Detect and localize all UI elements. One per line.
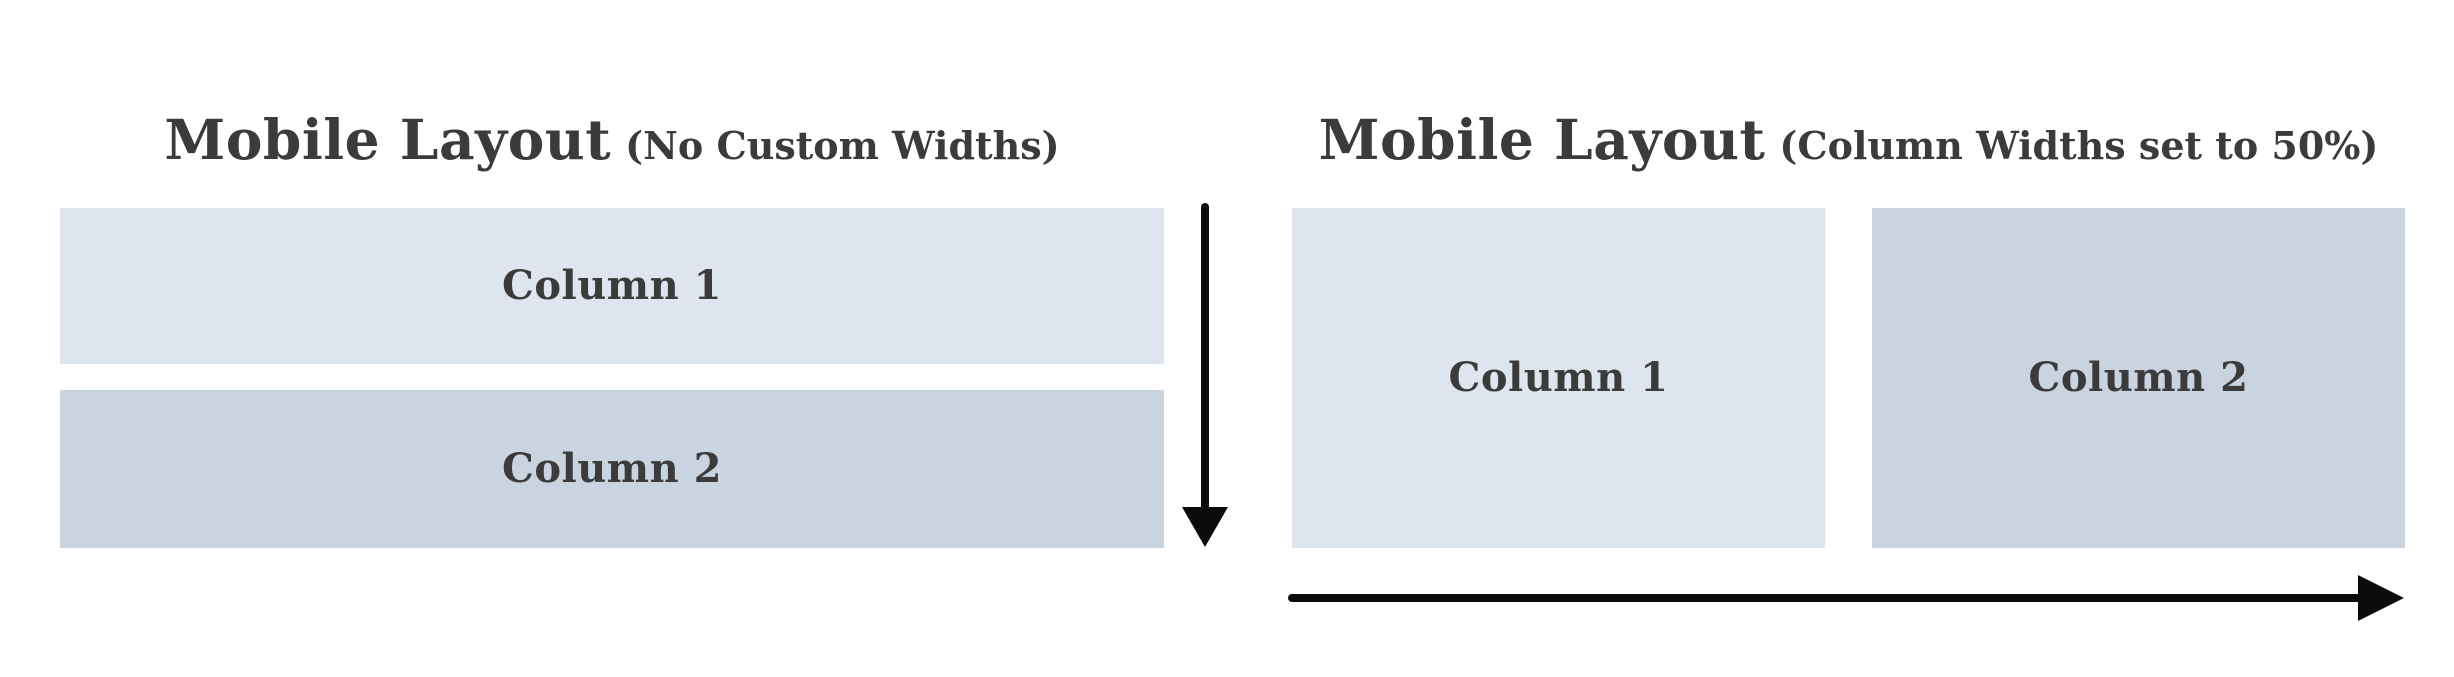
right-column-1-box: Column 1 — [1292, 208, 1825, 548]
panel-left-title-text: Mobile Layout — [164, 107, 612, 172]
panel-left-title: Mobile Layout (No Custom Widths) — [60, 112, 1164, 167]
left-column-1-label: Column 1 — [502, 262, 722, 309]
left-column-1-box: Column 1 — [60, 208, 1164, 364]
right-column-1-label: Column 1 — [1448, 354, 1669, 401]
panel-right-title: Mobile Layout (Column Widths set to 50%) — [1292, 112, 2405, 167]
right-column-2-label: Column 2 — [2028, 354, 2249, 401]
left-column-2-box: Column 2 — [60, 390, 1164, 548]
right-column-2-box: Column 2 — [1872, 208, 2405, 548]
panel-right-title-text: Mobile Layout — [1318, 107, 1766, 172]
panel-left-subtitle-text: (No Custom Widths) — [625, 123, 1060, 168]
panel-right-subtitle-text: (Column Widths set to 50%) — [1779, 123, 2379, 168]
left-column-2-label: Column 2 — [502, 445, 722, 492]
down-arrow-icon — [1182, 203, 1228, 547]
right-arrow-icon — [1288, 575, 2404, 621]
